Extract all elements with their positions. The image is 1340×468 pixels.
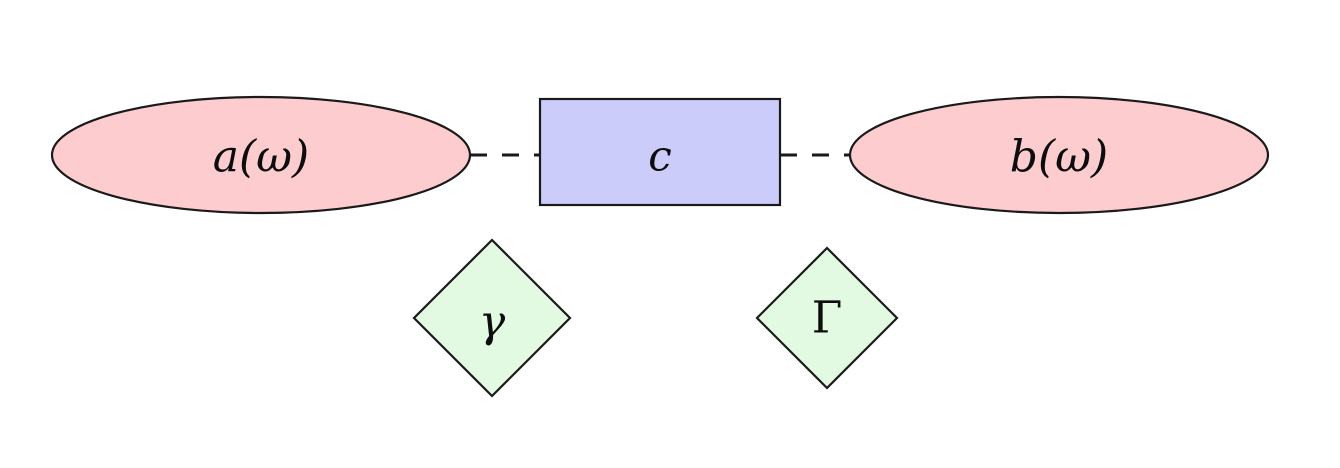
parameter-gamma-upper-diamond[interactable] [755,246,899,390]
parameter-gamma-lower-label: γ [479,297,506,348]
factor-c-label: c [648,132,672,181]
node-factor-c[interactable]: c [538,97,782,207]
variable-a-ellipse[interactable] [50,95,472,215]
parameter-gamma-upper-label: Γ [812,293,843,344]
node-variable-a[interactable]: a(ω) [50,95,472,215]
factor-c-rectangle[interactable] [538,97,782,207]
node-variable-b[interactable]: b(ω) [848,95,1270,215]
node-parameter-gamma-upper[interactable]: Γ [755,246,899,390]
variable-a-label: a(ω) [213,132,309,183]
node-parameter-gamma-lower[interactable]: γ [412,238,572,398]
parameter-gamma-lower-diamond[interactable] [412,238,572,398]
variable-b-ellipse[interactable] [848,95,1270,215]
variable-b-label: b(ω) [1010,132,1108,183]
